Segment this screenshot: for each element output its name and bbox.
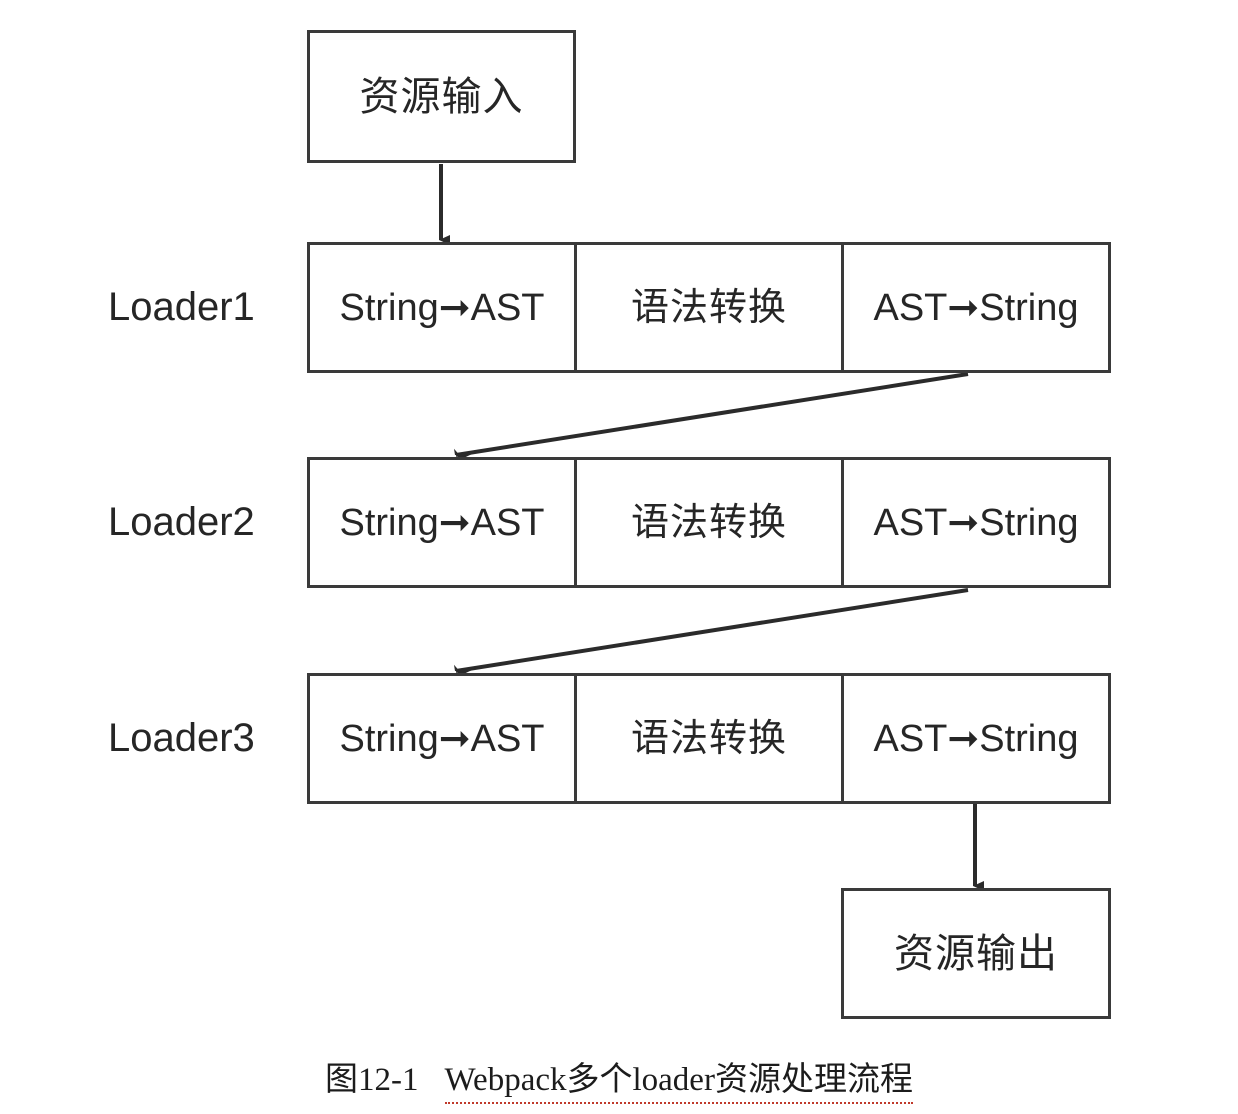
loader-label-1: Loader1 bbox=[108, 285, 255, 329]
node-resource-input-label: 资源输入 bbox=[359, 74, 524, 119]
figure-caption: 图12-1 Webpack多个loader资源处理流程 bbox=[0, 1052, 1238, 1104]
loader-row-2[interactable]: String➞AST 语法转换 AST➞String bbox=[307, 457, 1111, 588]
loader3-cell-string-to-ast-label: String➞AST bbox=[339, 717, 545, 760]
loader1-cell-string-to-ast[interactable]: String➞AST bbox=[310, 245, 574, 370]
loader1-cell-ast-to-string[interactable]: AST➞String bbox=[841, 245, 1108, 370]
loader3-cell-syntax-transform-label: 语法转换 bbox=[630, 717, 787, 760]
loader1-cell-syntax-transform-label: 语法转换 bbox=[630, 286, 787, 329]
node-resource-output[interactable]: 资源输出 bbox=[841, 888, 1111, 1019]
loader3-cell-string-to-ast[interactable]: String➞AST bbox=[310, 676, 574, 801]
node-resource-output-label: 资源输出 bbox=[894, 931, 1058, 976]
connector-loader1-to-loader2 bbox=[453, 372, 969, 462]
loader2-cell-ast-to-string[interactable]: AST➞String bbox=[841, 460, 1108, 585]
connector-loader2-to-loader3 bbox=[453, 588, 969, 678]
loader2-cell-string-to-ast-label: String➞AST bbox=[339, 501, 545, 544]
loader-label-2: Loader2 bbox=[108, 500, 255, 544]
loader1-cell-ast-to-string-label: AST➞String bbox=[873, 286, 1079, 329]
loader1-cell-string-to-ast-label: String➞AST bbox=[339, 286, 545, 329]
node-resource-input[interactable]: 资源输入 bbox=[307, 30, 576, 163]
loader3-cell-syntax-transform[interactable]: 语法转换 bbox=[574, 676, 841, 801]
figure-caption-title: Webpack多个loader资源处理流程 bbox=[444, 1062, 913, 1104]
loader-row-1[interactable]: String➞AST 语法转换 AST➞String bbox=[307, 242, 1111, 373]
loader2-cell-syntax-transform[interactable]: 语法转换 bbox=[574, 460, 841, 585]
loader2-cell-syntax-transform-label: 语法转换 bbox=[630, 501, 787, 544]
loader2-cell-ast-to-string-label: AST➞String bbox=[873, 501, 1079, 544]
loader-label-3: Loader3 bbox=[108, 716, 255, 760]
loader3-cell-ast-to-string-label: AST➞String bbox=[873, 717, 1079, 760]
loader1-cell-syntax-transform[interactable]: 语法转换 bbox=[574, 245, 841, 370]
loader-row-3[interactable]: String➞AST 语法转换 AST➞String bbox=[307, 673, 1111, 804]
figure-caption-number: 图12-1 bbox=[325, 1062, 419, 1098]
loader2-cell-string-to-ast[interactable]: String➞AST bbox=[310, 460, 574, 585]
loader3-cell-ast-to-string[interactable]: AST➞String bbox=[841, 676, 1108, 801]
